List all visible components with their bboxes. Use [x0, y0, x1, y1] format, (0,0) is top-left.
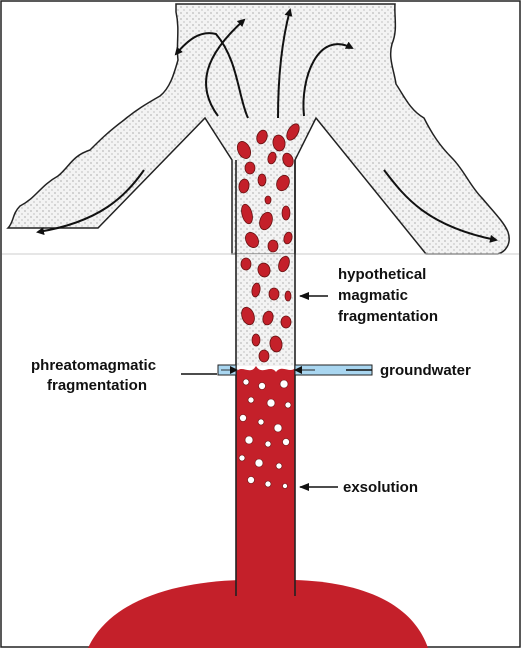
bubble	[276, 463, 282, 469]
bubble	[267, 399, 275, 407]
bubble	[239, 455, 245, 461]
bubble	[283, 484, 288, 489]
fragment	[268, 240, 278, 252]
bubble	[274, 424, 282, 432]
bubble	[258, 419, 264, 425]
label-hypothetical: hypothetical	[338, 266, 426, 283]
bubble	[259, 383, 266, 390]
fragment	[265, 196, 271, 204]
bubble	[255, 459, 263, 467]
bubble	[280, 380, 288, 388]
fragment	[245, 162, 255, 174]
fragment	[285, 291, 291, 301]
fragment	[241, 258, 251, 270]
bubble	[285, 402, 291, 408]
bubble	[265, 441, 271, 447]
fragment	[281, 316, 291, 328]
fragment	[259, 350, 269, 362]
bubble	[243, 379, 249, 385]
fragment	[269, 288, 279, 300]
label-exsolution: exsolution	[343, 479, 418, 496]
fragment	[282, 206, 290, 220]
fragment	[252, 334, 260, 346]
label-phreatomagmatic: phreatomagmatic	[31, 357, 156, 374]
bubble	[240, 415, 247, 422]
label-magmatic: magmatic	[338, 287, 408, 304]
bubble	[283, 439, 290, 446]
label-groundwater: groundwater	[380, 362, 471, 379]
bubble	[248, 477, 255, 484]
bubble	[248, 397, 254, 403]
label-magmatic-fragmentation: fragmentation	[338, 308, 438, 325]
fragment	[258, 174, 266, 186]
bubble	[265, 481, 271, 487]
label-phreato-fragmentation: fragmentation	[47, 377, 147, 394]
bubble	[245, 436, 253, 444]
